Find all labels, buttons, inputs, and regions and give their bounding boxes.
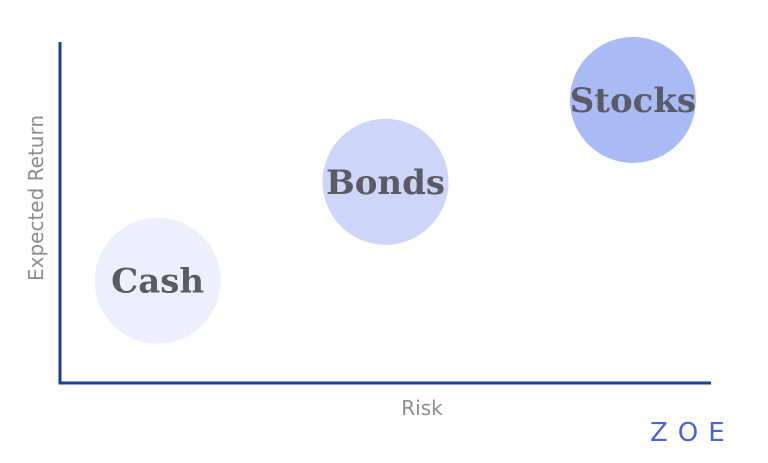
zoe-logo: ZOE bbox=[650, 418, 735, 448]
y-axis-title: Expected Return bbox=[24, 115, 48, 281]
bubble-bonds bbox=[322, 118, 449, 245]
x-axis-title: Risk bbox=[401, 396, 443, 420]
bubble-cash bbox=[94, 217, 221, 344]
bubble-layer bbox=[94, 36, 696, 344]
bubble-label-bonds: Bonds bbox=[326, 163, 445, 203]
bubble-label-cash: Cash bbox=[111, 262, 204, 302]
bubble-label-stocks: Stocks bbox=[570, 81, 696, 121]
label-layer: Cash Bonds Stocks bbox=[111, 81, 696, 302]
bubble-stocks bbox=[569, 36, 696, 163]
